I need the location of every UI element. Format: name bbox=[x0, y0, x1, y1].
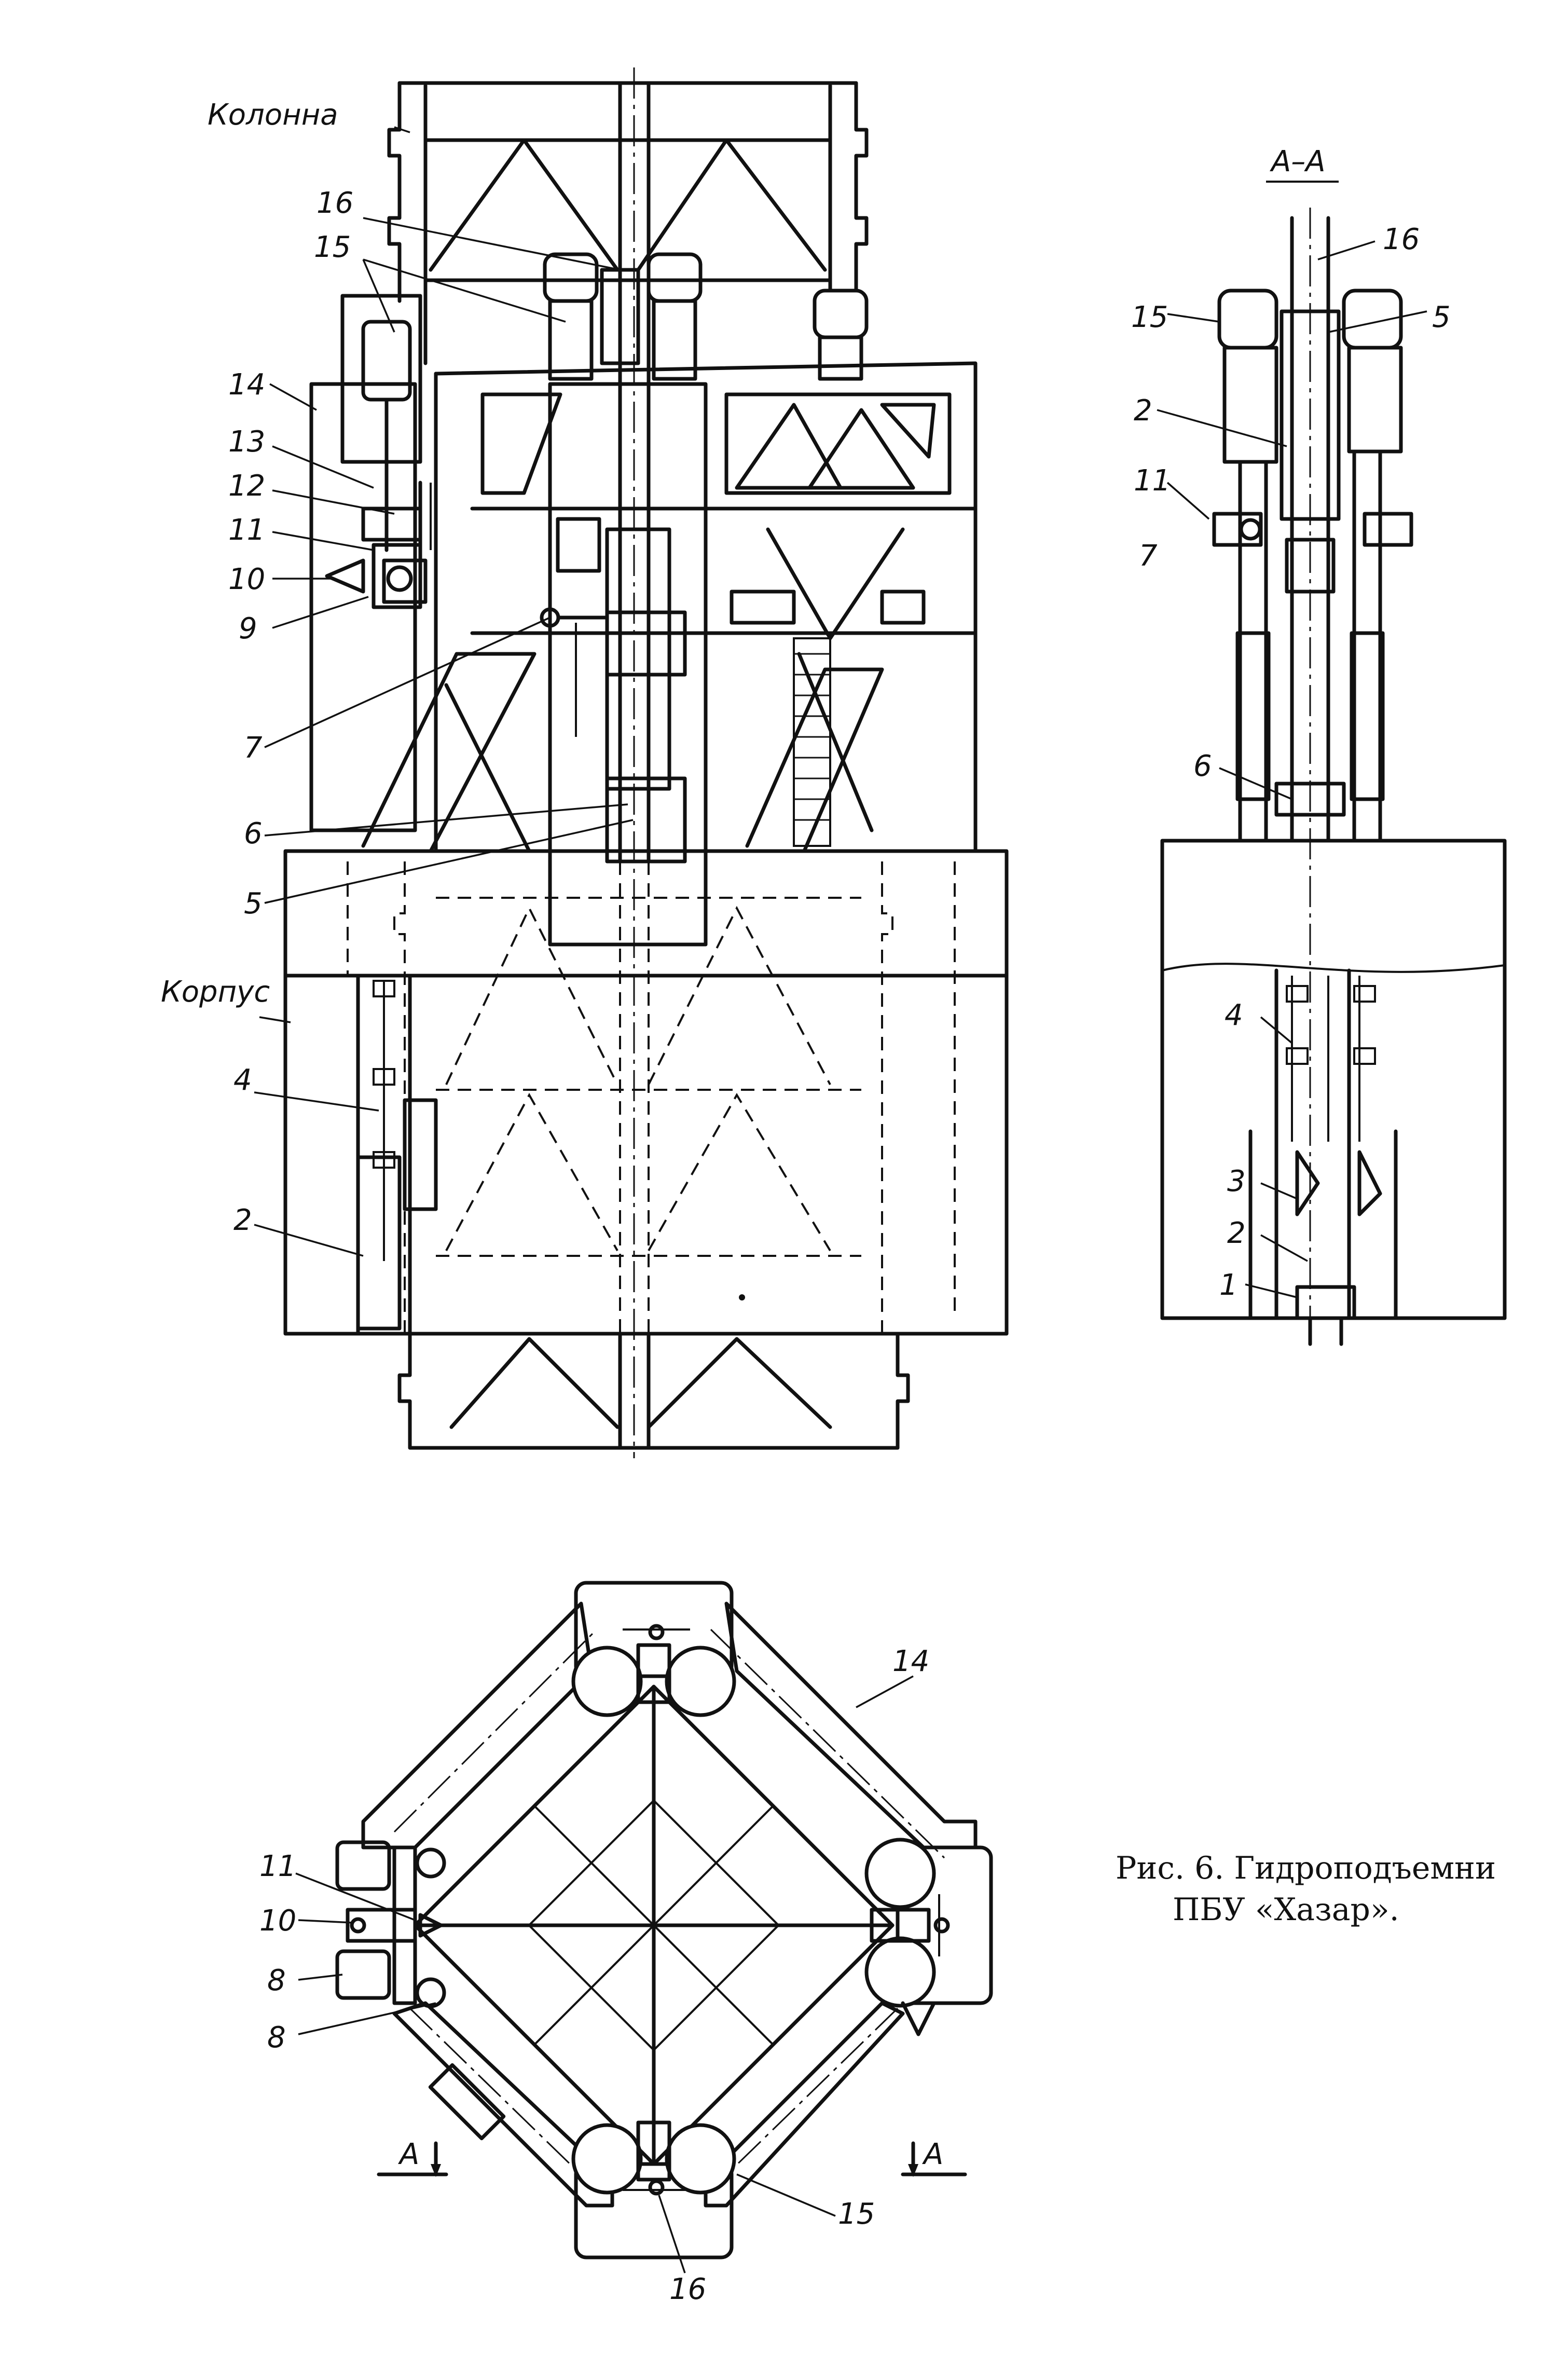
left-holding-mechanism bbox=[325, 294, 432, 609]
caption-line-2: ПБУ «Хазар». bbox=[1173, 1892, 1399, 1928]
callout-10: 10 bbox=[228, 563, 265, 596]
column-lattice bbox=[387, 67, 869, 1458]
label-kolonna: Колонна bbox=[208, 98, 338, 132]
plan-legs-right bbox=[864, 1838, 993, 2036]
callout-16: 16 bbox=[317, 186, 353, 220]
section-markers: А А bbox=[377, 2138, 967, 2177]
section-aa-view: А–А bbox=[1131, 145, 1507, 1346]
column-lower bbox=[397, 1332, 910, 1450]
hull bbox=[283, 849, 1009, 1336]
callout-13: 13 bbox=[228, 425, 265, 459]
callout-7: 7 bbox=[244, 731, 263, 765]
plan-left-mechanism bbox=[335, 1840, 506, 2141]
plan-callout-10: 10 bbox=[259, 1904, 296, 1938]
sect-callout-2b: 2 bbox=[1227, 1216, 1246, 1250]
plan-legs-bottom bbox=[571, 2120, 736, 2260]
section-title: А–А bbox=[1270, 145, 1326, 179]
plan-callout-8b: 8 bbox=[267, 2021, 286, 2055]
sect-callout-2a: 2 bbox=[1134, 394, 1152, 428]
sect-callout-1: 1 bbox=[1219, 1268, 1238, 1302]
section-leaders bbox=[1157, 240, 1427, 1298]
plan-labels: 14 11 10 8 8 15 16 bbox=[259, 1645, 929, 2306]
callout-11: 11 bbox=[228, 513, 265, 547]
callout-4: 4 bbox=[233, 1063, 252, 1097]
section-mark-a-left: А bbox=[398, 2138, 419, 2171]
plan-legs-top bbox=[571, 1581, 736, 1717]
front-leaders bbox=[254, 126, 634, 1257]
plan-leaders bbox=[295, 1675, 914, 2274]
sect-callout-16: 16 bbox=[1383, 223, 1420, 256]
plan-callout-16: 16 bbox=[669, 2272, 706, 2306]
sect-callout-4: 4 bbox=[1225, 998, 1243, 1032]
section-hull bbox=[1160, 839, 1507, 1346]
callout-12: 12 bbox=[228, 469, 265, 503]
section-mark-a-right: А bbox=[922, 2138, 943, 2171]
caption-line-1: Рис. 6. Гидроподъемни bbox=[1116, 1850, 1496, 1886]
plan-view: А А 14 11 10 8 8 15 16 bbox=[259, 1581, 993, 2306]
callout-9: 9 bbox=[239, 612, 257, 646]
front-view: Колонна Корпус 16 15 14 13 12 11 10 9 7 … bbox=[161, 67, 1009, 1458]
label-korpus: Корпус bbox=[161, 975, 270, 1009]
section-labels: 16 15 5 2 11 7 6 4 3 2 1 bbox=[1131, 223, 1451, 1302]
callout-15: 15 bbox=[314, 230, 351, 264]
sect-callout-5: 5 bbox=[1432, 300, 1451, 334]
sect-callout-15: 15 bbox=[1131, 300, 1168, 334]
front-labels: Колонна Корпус 16 15 14 13 12 11 10 9 7 … bbox=[161, 98, 353, 1237]
callout-5: 5 bbox=[244, 887, 263, 921]
callout-14: 14 bbox=[228, 368, 265, 402]
sect-callout-3: 3 bbox=[1227, 1165, 1246, 1198]
jack-cylinders bbox=[540, 252, 869, 947]
sect-callout-11: 11 bbox=[1134, 464, 1171, 498]
figure-caption: Рис. 6. Гидроподъемни ПБУ «Хазар». bbox=[1116, 1850, 1496, 1928]
plan-callout-11: 11 bbox=[259, 1850, 296, 1883]
plan-callout-8a: 8 bbox=[267, 1964, 286, 1997]
sect-callout-6: 6 bbox=[1193, 749, 1212, 783]
callout-6: 6 bbox=[244, 817, 263, 851]
plan-callout-14: 14 bbox=[892, 1645, 929, 1678]
sect-callout-7: 7 bbox=[1139, 539, 1158, 573]
section-body bbox=[1212, 208, 1413, 1344]
plan-callout-15: 15 bbox=[838, 2197, 875, 2231]
callout-2: 2 bbox=[233, 1203, 252, 1237]
